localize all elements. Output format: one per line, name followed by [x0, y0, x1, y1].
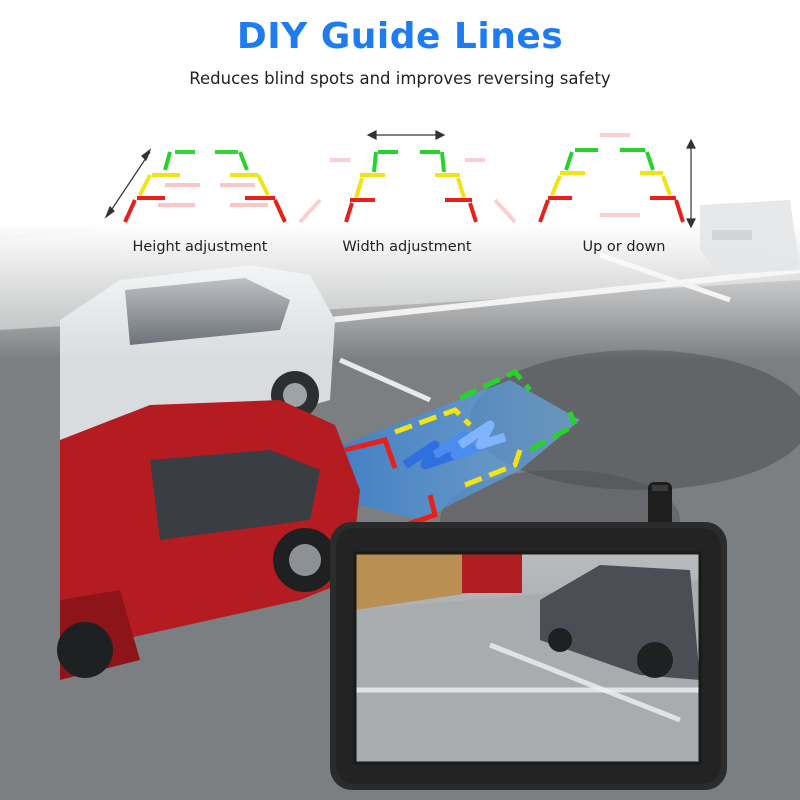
page-title: DIY Guide Lines — [236, 16, 564, 57]
up-or-down-label: Up or down — [582, 239, 666, 255]
monitor-device — [330, 482, 727, 790]
double-arrow-diagonal-icon — [104, 148, 152, 219]
page-subtitle: Reduces blind spots and improves reversi… — [189, 69, 611, 88]
width-guide-diagram — [298, 150, 517, 224]
double-arrow-horizontal-icon — [366, 130, 446, 140]
updown-guide-diagram — [538, 133, 685, 223]
double-arrow-vertical-icon — [686, 138, 696, 229]
height-guide-diagram — [123, 150, 287, 223]
width-adjustment-label: Width adjustment — [342, 239, 472, 255]
grey-car-background — [700, 200, 800, 275]
height-adjustment-label: Height adjustment — [132, 239, 268, 255]
